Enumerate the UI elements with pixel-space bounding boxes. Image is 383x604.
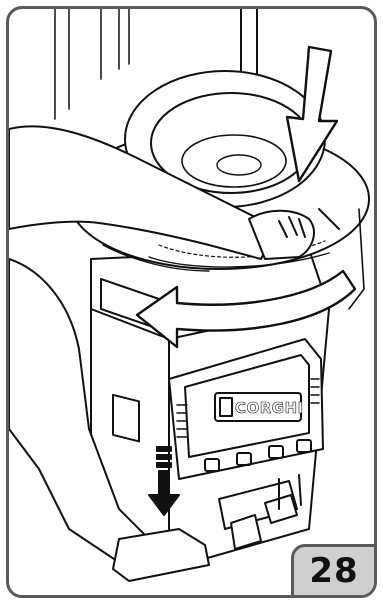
tyre-changer-illustration: CORGHI <box>9 9 374 595</box>
background-lines <box>55 9 129 119</box>
page-number: 28 <box>309 551 358 591</box>
figure-frame: CORGHI <box>6 6 377 598</box>
brand-logo-text: CORGHI <box>235 399 304 417</box>
page-number-badge: 28 <box>291 544 377 598</box>
